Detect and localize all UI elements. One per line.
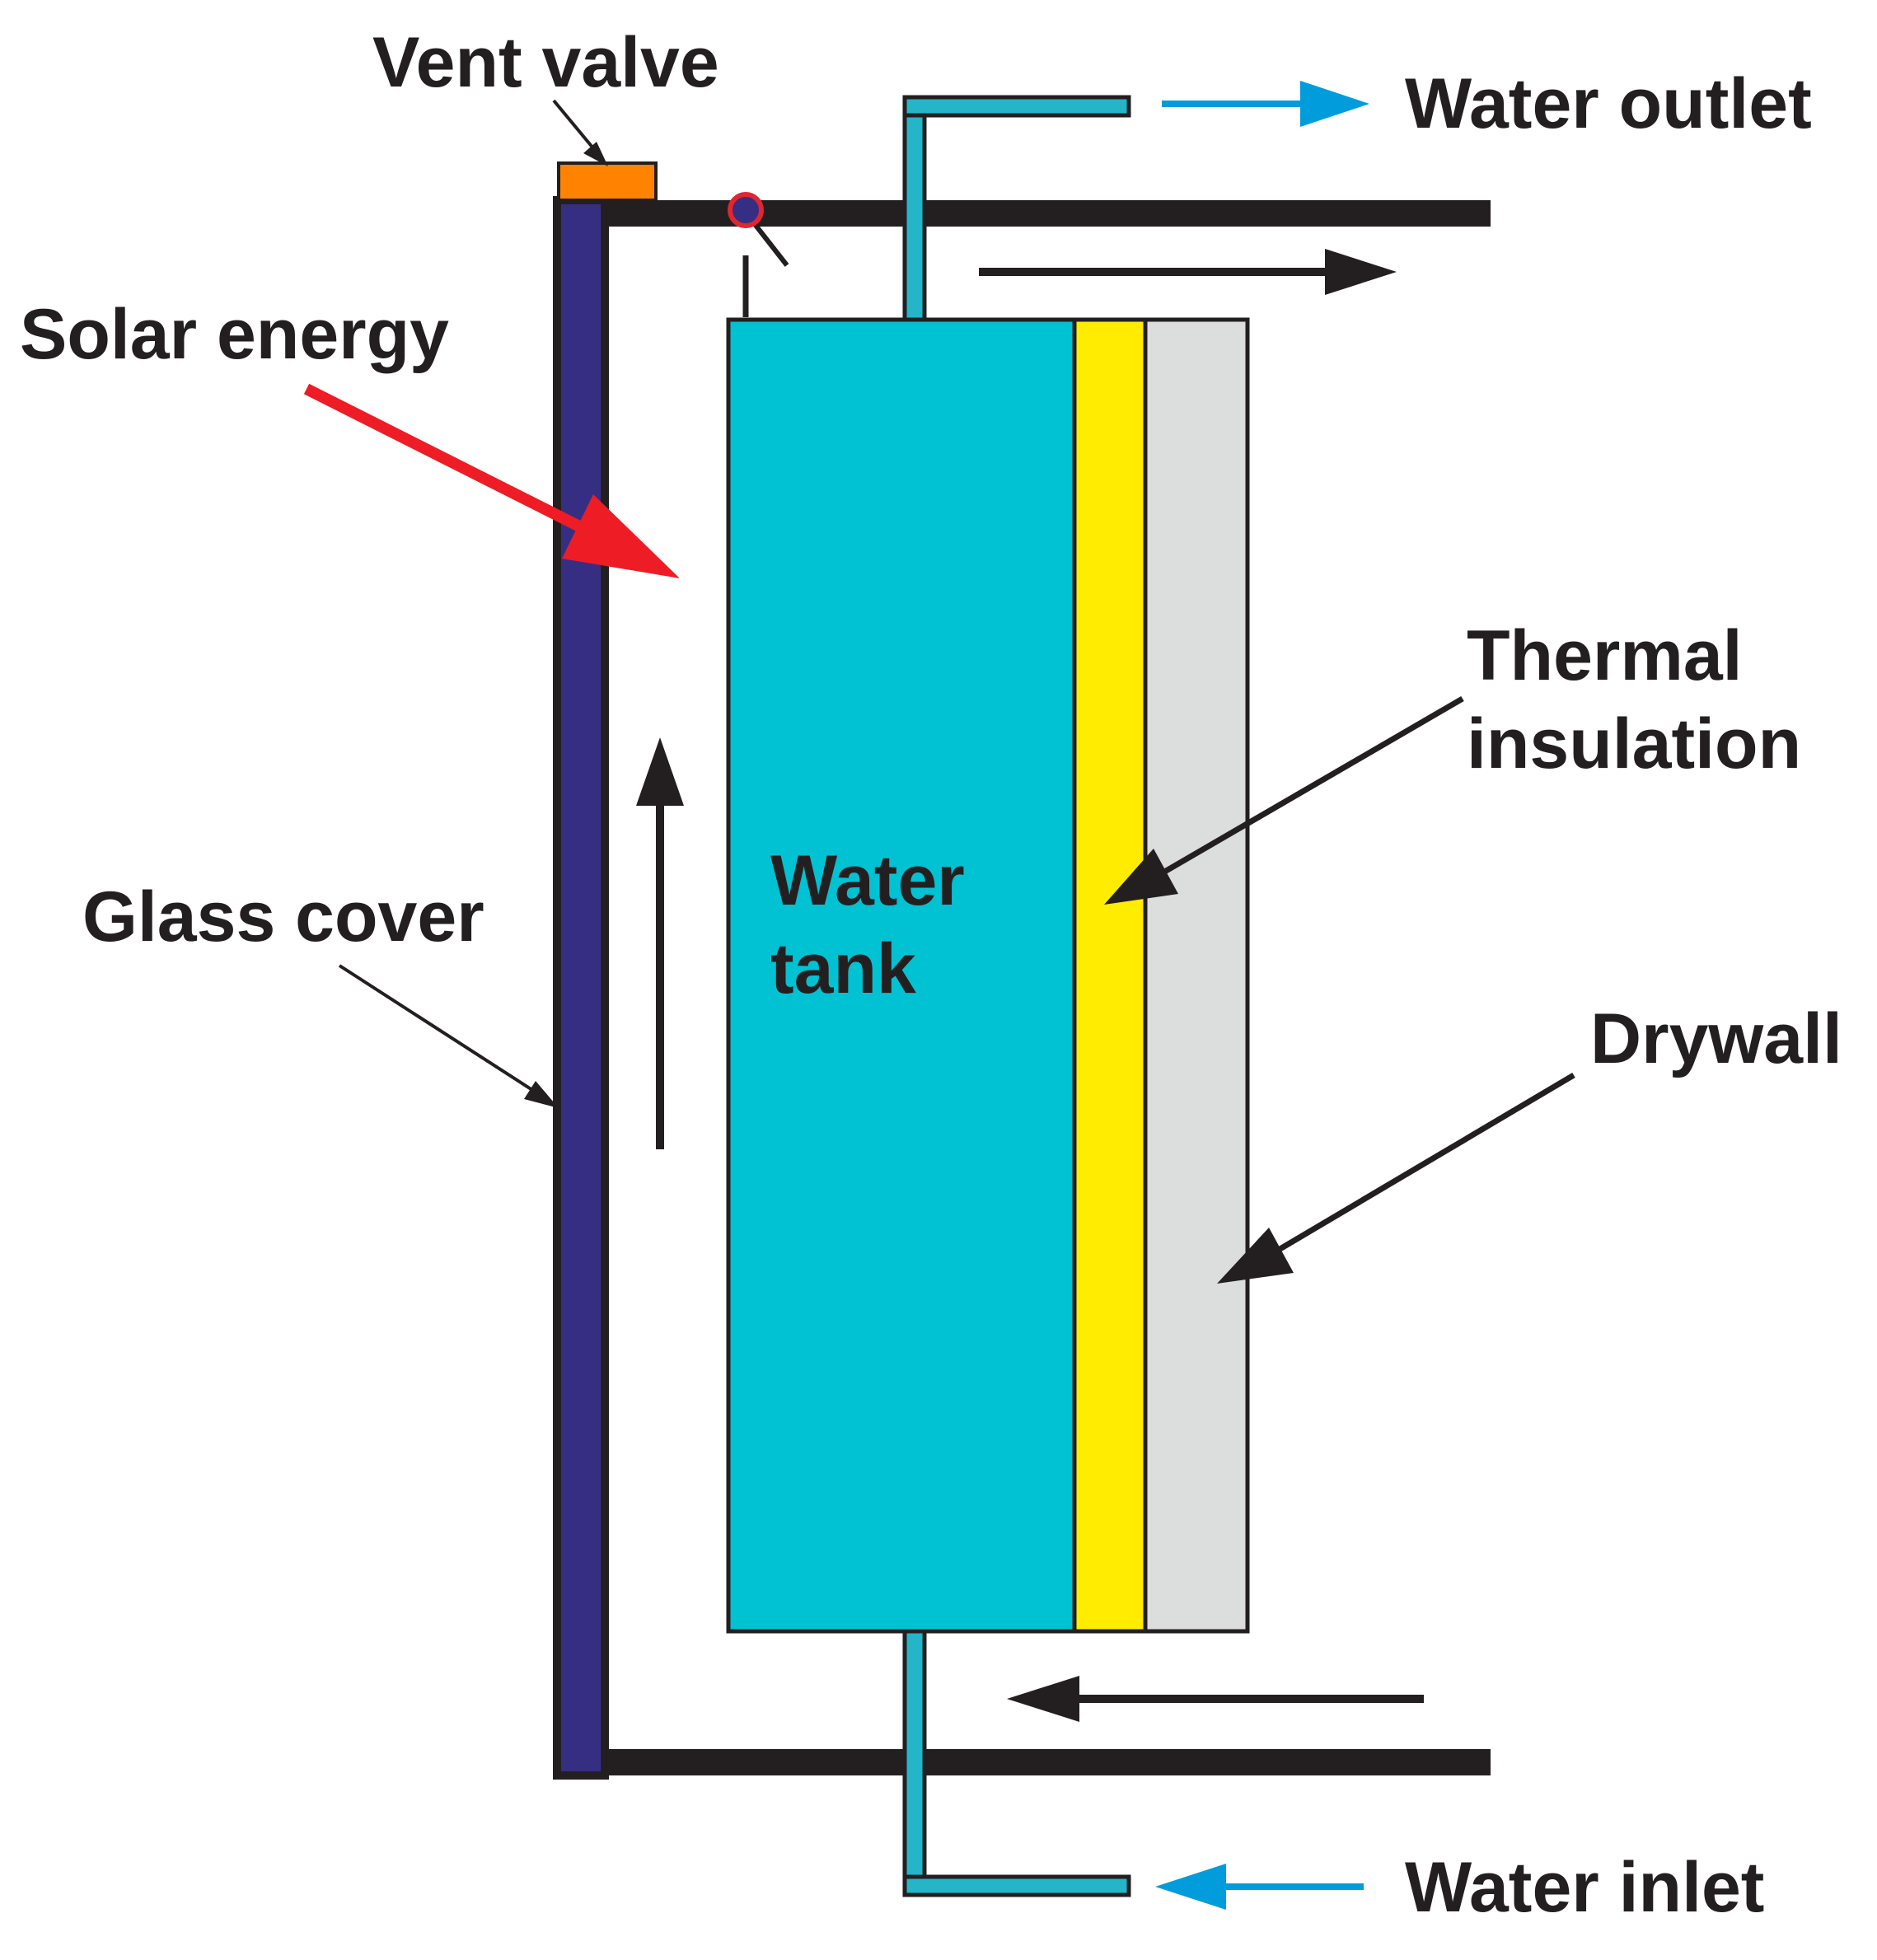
water-outlet-arrow-head xyxy=(1300,81,1369,127)
drywall-leader xyxy=(1276,1072,1575,1254)
glass-cover xyxy=(553,196,609,1780)
glass-cover-leader-head xyxy=(524,1081,559,1108)
label-thermal-insulation-line2: insulation xyxy=(1467,704,1801,784)
label-vent-valve: Vent valve xyxy=(372,23,719,102)
solar-energy-arrow xyxy=(303,383,617,550)
vent-valve xyxy=(557,161,658,202)
thermal-insulation-leader xyxy=(1160,695,1464,877)
solar-energy-arrow-head xyxy=(562,494,680,578)
outlet-pipe-horizontal xyxy=(902,95,1131,118)
valve-circle xyxy=(728,192,764,228)
water-tank xyxy=(726,317,1077,1634)
label-water-outlet: Water outlet xyxy=(1405,64,1812,143)
flow-arrow-right-top-head xyxy=(1325,249,1397,295)
label-water-inlet: Water inlet xyxy=(1405,1848,1764,1927)
frame-bottom-bar xyxy=(557,1749,1491,1775)
flow-arrow-left-bottom-head xyxy=(1007,1676,1079,1722)
frame-top-bar xyxy=(557,200,1491,227)
inlet-pipe-horizontal xyxy=(902,1874,1131,1897)
drywall xyxy=(1143,317,1250,1634)
drywall-leader-head xyxy=(1217,1228,1294,1284)
thermal-insulation xyxy=(1072,317,1148,1634)
label-thermal-insulation-line1: Thermal xyxy=(1467,616,1743,695)
label-glass-cover: Glass cover xyxy=(82,877,484,957)
water-inlet-arrow-head xyxy=(1155,1864,1226,1910)
vent-valve-leader-head xyxy=(583,142,608,166)
label-water-tank-line2: tank xyxy=(770,929,916,1008)
glass-cover-leader xyxy=(338,964,545,1099)
label-drywall: Drywall xyxy=(1590,999,1842,1078)
inlet-pipe-vertical xyxy=(902,1627,927,1897)
thermal-insulation-leader-head xyxy=(1104,849,1178,905)
label-solar-energy: Solar energy xyxy=(20,295,449,374)
label-water-tank-line1: Water xyxy=(770,841,965,920)
flow-arrow-up-head xyxy=(636,737,684,806)
outlet-pipe-vertical xyxy=(902,95,927,324)
